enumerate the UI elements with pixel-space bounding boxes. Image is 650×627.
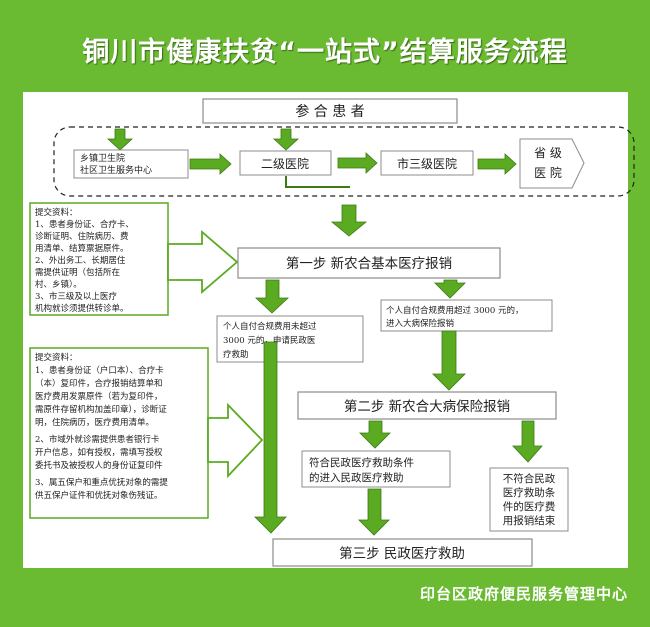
arrow-township-county <box>189 153 232 175</box>
materials2-line: 委托书及被授权人的身份证复印件 <box>35 460 163 471</box>
arrow-to-step2 <box>432 330 466 391</box>
materials1-line: 用清单、结算票据原件。 <box>35 243 129 254</box>
arrow-step2-left <box>359 420 391 449</box>
materials2-line: 3、属五保户和重点优抚对象的需提 <box>35 477 168 488</box>
hospital-group <box>53 126 635 197</box>
materials1-line: 3、市三级及以上医疗 <box>35 291 117 302</box>
materials2-line: 明，住院病历，医疗费用清单。 <box>35 417 154 428</box>
arrow-step1-left <box>254 279 290 314</box>
note-left-line: 3000 元的，申请民政医 <box>223 335 316 346</box>
materials2-line: 供五保户证件和优抚对象伤残证。 <box>35 490 163 501</box>
node-township-line2: 社区卫生服务中心 <box>80 164 152 176</box>
node-province: 省 级 医 院 <box>519 138 585 189</box>
materials1-line: 2、外出务工、长期居住 <box>35 255 126 266</box>
materials1-line: 村、乡镇）。 <box>35 279 82 290</box>
node-not-eligible-line: 医疗救助条 <box>503 486 556 499</box>
materials2-line: （本）复印件，合疗报销结算单和 <box>35 378 163 389</box>
arrow-city-province <box>477 153 517 175</box>
materials1-line: 1、患者身份证、合疗卡、 <box>35 219 134 230</box>
node-step1-label: 第一步 新农合基本医疗报销 <box>286 255 452 272</box>
materials1-line: 机构就诊须提供转诊单。 <box>35 303 129 314</box>
note-right-line: 个人自付合规费用超过 3000 元的， <box>386 305 524 316</box>
node-not-eligible-line: 不符合民政 <box>503 472 556 485</box>
node-patient: 参 合 患 者 <box>202 98 458 124</box>
arrow-step2-right <box>512 420 543 463</box>
arrow-to-step1 <box>330 204 368 237</box>
hollow-arrow-1 <box>167 230 239 294</box>
arrow-step1-right <box>434 279 466 299</box>
materials-box-2: 提交资料： 1、患者身份证（户口本）、合疗卡 （本）复印件，合疗报销结算单和 医… <box>29 347 209 519</box>
node-township: 乡镇卫生院 社区卫生服务中心 <box>73 149 189 179</box>
node-not-eligible-line: 用报销结束 <box>503 514 556 527</box>
node-county: 二级医院 <box>239 150 332 176</box>
node-patient-label: 参 合 患 者 <box>295 103 364 120</box>
note-left-line: 个人自付合规费用未超过 <box>223 321 317 332</box>
materials2-line: 2、市域外就诊需提供患者银行卡 <box>35 434 160 445</box>
materials2-line: 需原件存留机构加盖印章），诊断证 <box>35 404 167 415</box>
page-title: 铜川市健康扶贫“一站式”结算服务流程 <box>82 37 568 68</box>
node-step2: 第二步 新农合大病保险报销 <box>297 391 557 420</box>
materials1-heading: 提交资料： <box>35 207 78 218</box>
node-eligible-line: 的进入民政医疗救助 <box>309 471 404 484</box>
node-province-line1: 省 级 <box>534 146 562 160</box>
hollow-arrow-2 <box>207 402 264 479</box>
node-step3: 第三步 民政医疗救助 <box>272 538 533 567</box>
node-step3-label: 第三步 民政医疗救助 <box>339 545 465 562</box>
arrow-county-city <box>337 152 378 174</box>
materials2-line: 开户信息，如有授权，需填写授权 <box>35 447 163 458</box>
node-eligible: 符合民政医疗救助条件 的进入民政医疗救助 <box>301 450 451 488</box>
materials2-heading: 提交资料： <box>35 352 78 363</box>
arrow-to-township <box>106 128 134 151</box>
node-province-line2: 医 院 <box>534 166 562 180</box>
footer-organization: 印台区政府便民服务管理中心 <box>419 585 628 603</box>
node-not-eligible: 不符合民政 医疗救助条 件的医疗费 用报销结束 <box>489 467 569 532</box>
note-left-line: 疗救助 <box>223 349 249 360</box>
arrow-to-step3 <box>358 488 390 536</box>
node-step1: 第一步 新农合基本医疗报销 <box>237 247 501 279</box>
arrow-to-county <box>272 128 300 151</box>
materials2-line: 1、患者身份证（户口本）、合疗卡 <box>35 365 164 376</box>
node-not-eligible-line: 件的医疗费 <box>503 500 556 513</box>
connector-county-down <box>285 176 350 188</box>
node-city-label: 市三级医院 <box>397 156 457 171</box>
node-county-label: 二级医院 <box>261 157 309 171</box>
note-right-line: 进入大病保险报销 <box>386 318 455 329</box>
node-city: 市三级医院 <box>380 150 474 176</box>
materials1-line: 诊断证明、住院病历、费 <box>35 231 129 242</box>
arrow-long-to-step3 <box>254 341 287 534</box>
node-eligible-line: 符合民政医疗救助条件 <box>309 456 414 469</box>
materials-box-1: 提交资料： 1、患者身份证、合疗卡、 诊断证明、住院病历、费 用清单、结算票据原… <box>29 202 169 316</box>
node-step2-label: 第二步 新农合大病保险报销 <box>344 398 510 415</box>
materials2-line: 医疗费用发票原件（若为复印件， <box>35 391 163 402</box>
materials1-line: 需提供证明（包括所在 <box>35 267 120 278</box>
node-township-line1: 乡镇卫生院 <box>80 152 125 164</box>
note-over-3000: 个人自付合规费用超过 3000 元的， 进入大病保险报销 <box>380 299 553 332</box>
note-under-3000: 个人自付合规费用未超过 3000 元的，申请民政医 疗救助 <box>216 315 364 363</box>
